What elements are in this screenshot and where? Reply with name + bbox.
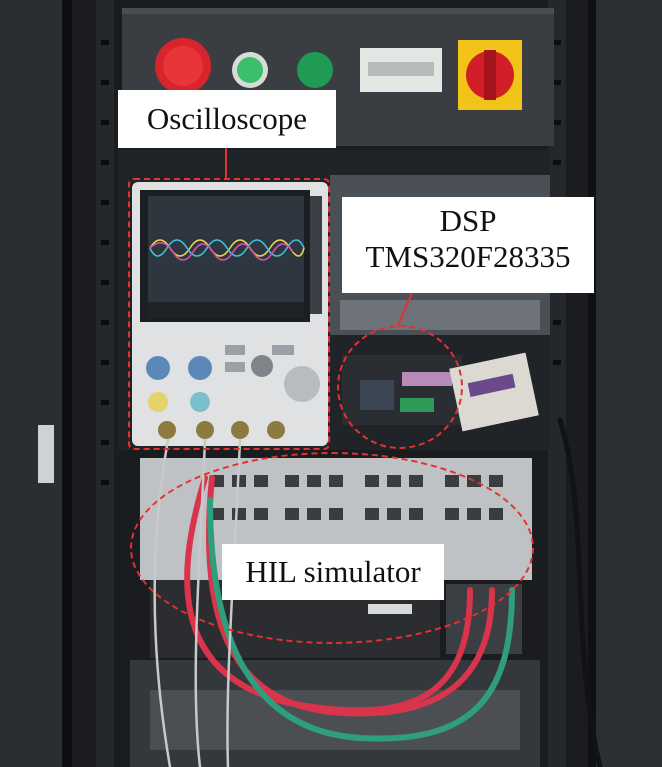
probe-connectors <box>158 421 285 439</box>
dsp-leader-line <box>397 292 413 326</box>
sine-waveforms <box>149 239 305 261</box>
right-rail <box>548 0 566 767</box>
dsp-label: DSP TMS320F28335 <box>342 197 594 293</box>
left-rail <box>96 0 114 767</box>
oscilloscope-controls <box>146 345 320 412</box>
dsp-label-line1: DSP <box>439 203 497 238</box>
start-button <box>297 52 333 88</box>
right-door <box>592 0 662 767</box>
door-handle <box>38 425 54 483</box>
patch-cables <box>153 417 603 767</box>
left-door <box>0 0 70 767</box>
oscilloscope-label: Oscilloscope <box>118 90 336 148</box>
hil-simulator-label: HIL simulator <box>222 544 444 600</box>
dsp-label-line2: TMS320F28335 <box>365 238 571 274</box>
oscilloscope-screen <box>148 196 304 302</box>
rj45-ports <box>210 475 503 520</box>
